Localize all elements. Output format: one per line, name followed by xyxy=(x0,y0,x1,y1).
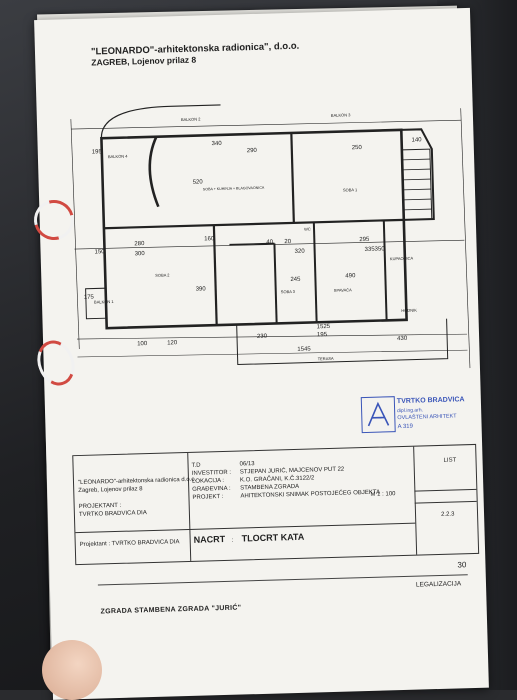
room-label: BALKON 3 xyxy=(331,112,351,118)
dimension-label: 340 xyxy=(212,141,223,147)
plan-balcony-left xyxy=(85,287,107,320)
plan-wall xyxy=(382,220,388,321)
dimension-label: 350 xyxy=(375,246,386,252)
dimension-label: 175 xyxy=(84,295,95,301)
title-block-divider xyxy=(413,446,418,555)
dimension-label: 140 xyxy=(412,137,423,143)
architect-stamp: TVRTKO BRADVICA dipl.ing.arh. OVLAŠTENI … xyxy=(360,392,472,439)
plan-wall xyxy=(290,132,295,223)
tb-projektant-label: PROJEKTANT : xyxy=(78,502,122,511)
dimension-label: 280 xyxy=(134,241,145,247)
room-label: BALKON 1 xyxy=(94,299,114,305)
dimension-label: 230 xyxy=(257,334,268,340)
room-label: SPAVAĆA xyxy=(334,287,352,293)
tb-nacrt-value: TLOCRT KATA xyxy=(241,531,305,544)
tb-projektant-name: TVRTKO BRADVICA DIA xyxy=(78,510,147,519)
footer-text: STAMBENA ZGRADA "JURIĆ" xyxy=(134,604,242,615)
dimension-label: 150 xyxy=(95,249,106,255)
stamp-title: dipl.ing.arh. xyxy=(397,407,424,415)
tb-nacrt-colon: : xyxy=(231,537,234,544)
floor-plan-drawing: BALKON 2 BALKON 3 BALKON 4 BALKON 1 SOBA… xyxy=(70,104,471,369)
tb-nacrt-label: NACRT xyxy=(193,533,226,545)
tb-field-value: K.O. GRAČANI, K.Č.3122/2 xyxy=(239,475,315,484)
dimension-label: 250 xyxy=(352,145,363,151)
room-label: BALKON 2 xyxy=(181,116,201,122)
plan-stair-treads xyxy=(402,158,432,211)
tb-list-label: LIST xyxy=(443,457,457,464)
stamp-role: OVLAŠTENI ARHITEKT xyxy=(397,413,457,422)
dimension-label: 430 xyxy=(397,336,408,342)
dimension-label: 195 xyxy=(317,332,328,338)
title-block-divider xyxy=(187,452,192,561)
tb-field-label: GRAĐEVINA : xyxy=(192,485,231,493)
title-block-divider xyxy=(414,488,477,492)
dimension-label: 1525 xyxy=(317,324,331,330)
legalizacija-label: LEGALIZACIJA xyxy=(415,580,462,589)
thumb xyxy=(42,640,102,700)
dimension-label: 195 xyxy=(92,149,103,155)
tb-list-value: 2.2.3 xyxy=(440,511,455,518)
tb-projektant-full: Projektant : TVRTKO BRADVICA DIA xyxy=(79,539,180,549)
dimension-label: 1545 xyxy=(297,346,311,352)
dimension-label: 20 xyxy=(284,239,292,245)
dimension-label: 335 xyxy=(365,247,376,253)
company-header: "LEONARDO"-arhitektonska radionica", d.o… xyxy=(91,41,300,69)
footer-rule xyxy=(97,574,468,586)
dimension-label: 320 xyxy=(295,249,306,255)
dimension-label: 390 xyxy=(196,286,207,292)
dimension-label: 120 xyxy=(167,340,178,346)
footer-prefix: ZGRADA xyxy=(100,607,133,616)
stamp-name: TVRTKO BRADVICA xyxy=(396,396,465,406)
room-label: HODNIK xyxy=(401,308,417,313)
dimension-label: 245 xyxy=(290,277,301,283)
footer-building-name: ZGRADA STAMBENA ZGRADA "JURIĆ" xyxy=(101,605,242,616)
dimension-label: 160 xyxy=(204,236,215,242)
plan-wall xyxy=(312,222,318,323)
title-block-divider xyxy=(414,500,477,504)
dimension-label: 295 xyxy=(359,237,370,243)
plan-wall xyxy=(212,225,218,326)
dimension-label: 490 xyxy=(345,273,356,279)
plan-stairs xyxy=(401,148,433,221)
plan-curved-balcony xyxy=(100,104,221,139)
tb-scale: M 1 : 100 xyxy=(370,491,396,498)
stamp-logo-icon xyxy=(360,396,396,434)
dimension-label: 300 xyxy=(135,251,146,257)
room-label: KUPAONICA xyxy=(390,256,414,262)
plan-dimension-lines xyxy=(70,108,471,369)
plan-curved-wall xyxy=(148,136,160,208)
tb-company-address: Zagreb, Lojenov prilaz 8 xyxy=(78,486,143,495)
room-label: SOBA 3 xyxy=(281,289,296,294)
document-page: "LEONARDO"-arhitektonska radionica", d.o… xyxy=(34,7,489,700)
stamp-number: A 319 xyxy=(397,423,414,431)
page-number: 30 xyxy=(457,560,467,570)
dimension-label: 290 xyxy=(247,148,258,154)
tb-field-label: LOKACIJA : xyxy=(191,477,225,485)
room-label: BALKON 4 xyxy=(108,154,128,160)
dimension-label: 100 xyxy=(137,341,148,347)
plan-wall xyxy=(273,243,278,324)
plan-wall xyxy=(103,218,404,230)
plan-outer-wall xyxy=(100,128,408,330)
room-label: SOBA 1 xyxy=(343,187,358,192)
room-label: SOBA 2 xyxy=(155,272,170,277)
title-block-divider xyxy=(75,522,416,534)
tb-field-label: INVESTITOR : xyxy=(191,469,232,477)
dimension-label: 40 xyxy=(266,239,274,245)
tb-field-value: 06/13 xyxy=(239,461,255,468)
room-label: TERASA xyxy=(318,356,334,361)
tb-field-label: PROJEKT : xyxy=(192,493,224,501)
title-block: "LEONARDO"-arhitektonska radionica d.o.o… xyxy=(72,443,480,566)
plan-wall xyxy=(229,242,275,246)
dimension-label: 520 xyxy=(193,179,204,185)
room-label: WC xyxy=(304,226,311,231)
plan-terrace xyxy=(236,318,449,366)
tb-field-label: T.D xyxy=(191,462,201,469)
room-label: SOBA + KUHINJA + BLAGOVAONICA xyxy=(203,186,265,192)
